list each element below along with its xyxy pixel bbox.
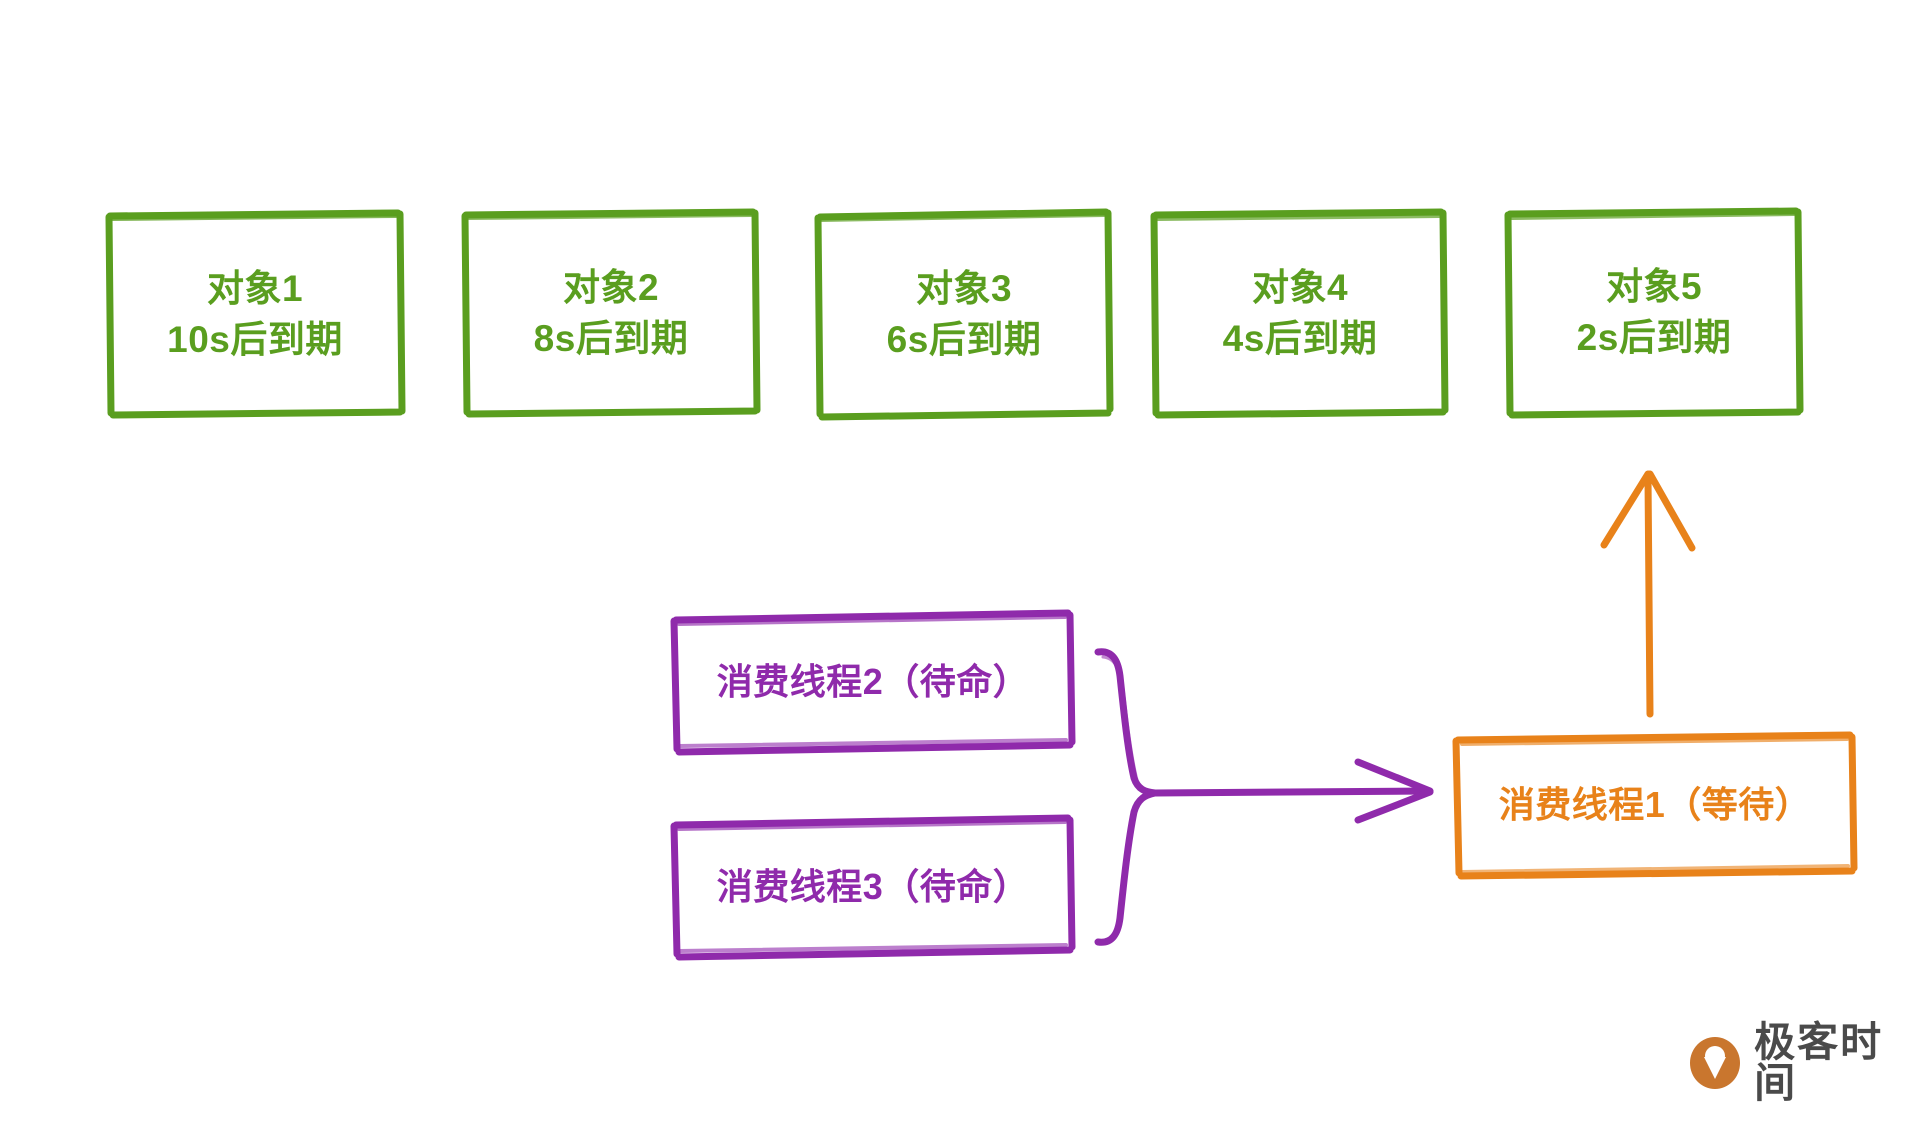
brand-logo-text: 极客时间 xyxy=(1754,1019,1884,1106)
waiting-thread-box-3-label: 消费线程3（待命） xyxy=(716,865,1030,907)
waiting-thread-box-2: 消费线程2（待命） xyxy=(674,613,1072,750)
object-box-5-name: 对象5 xyxy=(1605,265,1703,307)
geekbang-location-pin-icon xyxy=(1690,1037,1741,1089)
object-box-4-expiry: 4s后到期 xyxy=(1222,318,1378,359)
object-box-1-name: 对象1 xyxy=(206,267,304,309)
object-box-5-expiry: 2s后到期 xyxy=(1576,317,1732,358)
object-box-1-expiry: 10s后到期 xyxy=(167,319,343,360)
object-box-2: 对象2 8s后到期 xyxy=(465,212,757,414)
waiting-thread-box-2-label: 消费线程2（待命） xyxy=(716,660,1030,702)
object-box-2-expiry: 8s后到期 xyxy=(533,318,689,359)
object-box-3: 对象3 6s后到期 xyxy=(818,213,1110,415)
object-box-1: 对象1 10s后到期 xyxy=(109,213,401,415)
brand-logo: 极客时间 xyxy=(1690,1022,1920,1104)
object-box-2-name: 对象2 xyxy=(562,266,660,308)
object-box-4: 对象4 4s后到期 xyxy=(1154,212,1446,414)
active-thread-label: 消费线程1（等待） xyxy=(1498,784,1812,826)
object-box-3-expiry: 6s后到期 xyxy=(886,319,1042,360)
object-box-4-name: 对象4 xyxy=(1251,266,1349,308)
active-thread-box: 消费线程1（等待） xyxy=(1456,736,1854,874)
object-box-5: 对象5 2s后到期 xyxy=(1508,211,1800,413)
waiting-thread-box-3: 消费线程3（待命） xyxy=(674,818,1072,955)
object-box-3-name: 对象3 xyxy=(915,267,1013,309)
